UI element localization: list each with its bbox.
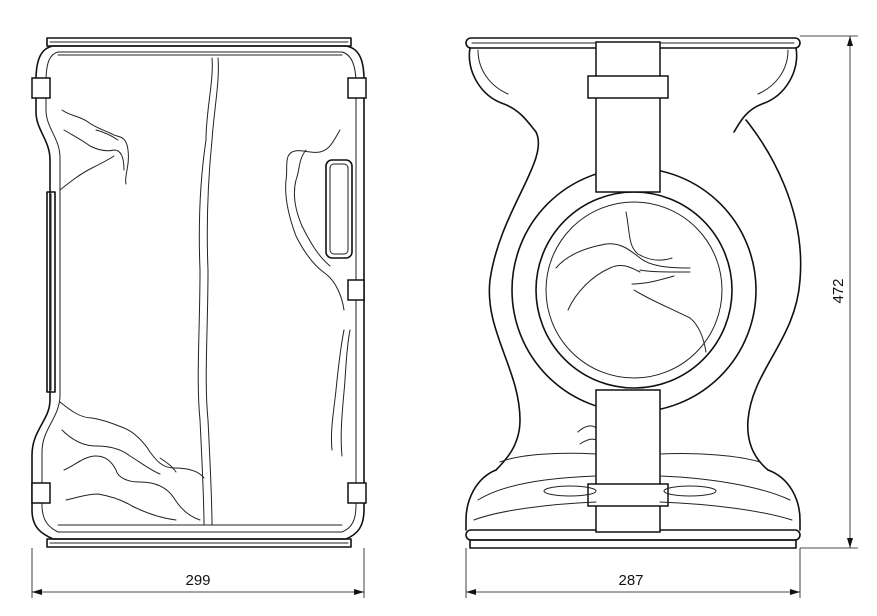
side-clamp-bottom-left	[31, 482, 51, 504]
front-body-outline	[488, 131, 540, 471]
side-clamp-middle-right	[347, 279, 365, 301]
dimension-label-472: 472	[830, 278, 847, 303]
front-base-right	[767, 469, 801, 531]
front-base-left	[465, 469, 497, 531]
front-upper-bell	[468, 47, 537, 133]
front-clamp-bottom	[587, 483, 669, 507]
side-plate	[46, 191, 56, 393]
side-clamp-top-right	[347, 77, 367, 99]
side-clamp-top-left	[31, 77, 51, 99]
side-clamp-bottom-right	[347, 482, 367, 504]
front-view	[465, 37, 802, 549]
front-inner-bore	[545, 201, 723, 379]
dimension-width-right: 287	[465, 548, 801, 598]
front-base-slot-right	[663, 485, 717, 497]
side-window-slot	[325, 159, 353, 259]
front-base-slot-left	[543, 485, 597, 497]
front-bar-top	[595, 41, 661, 193]
dimension-label-287: 287	[618, 572, 643, 589]
side-body-outline	[31, 45, 365, 540]
front-bar-bottom	[595, 389, 661, 533]
front-base-plate	[469, 539, 797, 549]
side-view	[31, 37, 367, 548]
dimension-height-right: 472	[800, 35, 858, 549]
dimension-label-299: 299	[185, 572, 210, 589]
front-clamp-top	[587, 75, 669, 99]
dimension-width-left: 299	[31, 548, 365, 598]
